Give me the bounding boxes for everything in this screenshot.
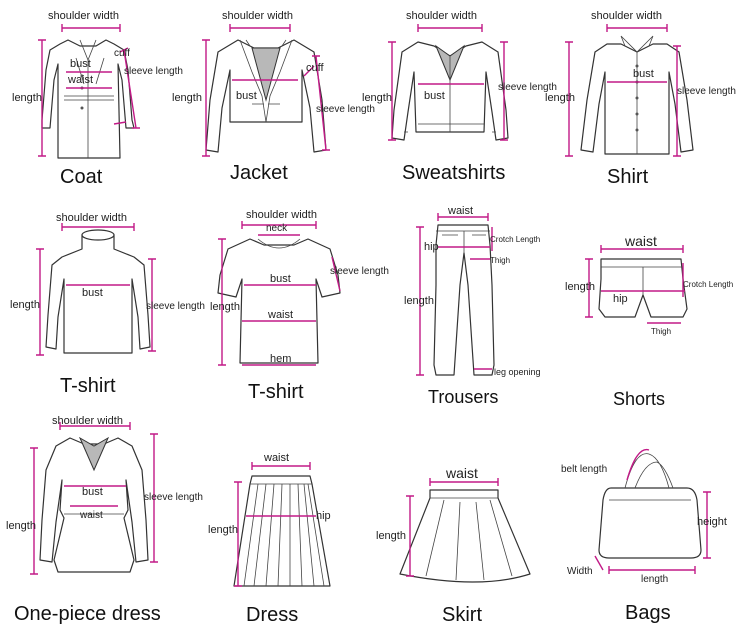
sweatshirts-length-label: length xyxy=(362,92,392,104)
trousers-length-label: length xyxy=(404,295,434,307)
bags-height-label: height xyxy=(697,516,727,528)
jacket-diagram: shoulder width cuff bust sleeve length l… xyxy=(172,0,380,200)
shorts-crotch-label: Crotch Length xyxy=(683,280,734,289)
tshirt1-bust-label: bust xyxy=(82,287,103,299)
dress1-bust-label: bust xyxy=(82,486,103,498)
bags-title: Bags xyxy=(625,602,671,624)
skirt-length-label: length xyxy=(376,530,406,542)
tshirt2-length-label: length xyxy=(210,301,240,313)
skirt-diagram: waist length Skirt xyxy=(376,410,570,643)
coat-sleeve-label: sleeve length xyxy=(124,66,183,77)
tshirt-longsleeve-diagram: shoulder width bust sleeve length length… xyxy=(0,205,205,405)
sweatshirts-sleeve-label: sleeve length xyxy=(498,82,557,93)
tshirt1-shoulder-label: shoulder width xyxy=(56,212,127,224)
coat-bust-label: bust xyxy=(70,58,91,70)
bags-diagram: belt length height Width length Bags xyxy=(561,410,750,643)
shorts-length-label: length xyxy=(565,281,595,293)
skirt-illustration xyxy=(399,478,531,583)
tshirt1-title: T-shirt xyxy=(60,375,116,397)
trousers-waist-label: waist xyxy=(448,205,474,217)
shirt-diagram: shoulder width bust sleeve length length… xyxy=(545,0,750,200)
dress2-waist-label: waist xyxy=(264,452,290,464)
shorts-thigh-label: Thigh xyxy=(651,327,672,336)
shorts-title: Shorts xyxy=(613,389,666,409)
shirt-length-label: length xyxy=(545,92,575,104)
trousers-thigh-label: Thigh xyxy=(490,256,511,265)
tshirt1-sleeve-label: sleeve length xyxy=(146,301,205,312)
tshirt2-sleeve-label: sleeve length xyxy=(330,266,389,277)
trousers-title: Trousers xyxy=(428,387,499,407)
dress2-title: Dress xyxy=(246,604,299,626)
tshirt-shortsleeve-illustration xyxy=(217,221,341,366)
dress1-sleeve-label: sleeve length xyxy=(144,492,203,503)
onepiece-dress-illustration xyxy=(30,422,158,575)
onepiece-dress-diagram: shoulder width bust waist sleeve length … xyxy=(0,410,203,643)
skirt-title: Skirt xyxy=(442,604,482,626)
sweatshirts-illustration xyxy=(388,24,509,141)
dress2-hip-label: hip xyxy=(316,510,331,522)
tshirt2-bust-label: bust xyxy=(270,273,291,285)
pleated-dress-diagram: waist hip length Dress xyxy=(190,410,380,643)
tshirt-longsleeve-illustration xyxy=(36,223,156,356)
sweatshirts-diagram: shoulder width bust sleeve length length… xyxy=(362,0,570,200)
trousers-crotch-label: Crotch Length xyxy=(490,235,541,244)
tshirt2-shoulder-label: shoulder width xyxy=(246,209,317,221)
shorts-hip-label: hip xyxy=(613,293,628,305)
bags-belt-label: belt length xyxy=(561,464,608,475)
trousers-hip-label: hip xyxy=(424,241,439,253)
tshirt1-length-label: length xyxy=(10,299,40,311)
coat-length-label: length xyxy=(12,92,42,104)
bags-width-label: Width xyxy=(567,566,593,577)
jacket-shoulder-label: shoulder width xyxy=(222,10,293,22)
tshirt2-waist-label: waist xyxy=(268,309,294,321)
tshirt2-neck-label: neck xyxy=(266,223,288,234)
jacket-sleeve-label: sleeve length xyxy=(316,104,375,115)
coat-shoulder-label: shoulder width xyxy=(48,10,119,22)
coat-cuff-label: cuff xyxy=(114,48,130,59)
shirt-shoulder-label: shoulder width xyxy=(591,10,662,22)
shirt-title: Shirt xyxy=(607,166,649,188)
coat-illustration xyxy=(38,24,140,159)
trousers-diagram: waist hip Crotch Length Thigh length leg… xyxy=(380,205,570,407)
coat-waist-label: waist xyxy=(68,74,94,86)
sweatshirts-bust-label: bust xyxy=(424,90,445,102)
bags-illustration xyxy=(594,448,711,574)
bags-length-label: length xyxy=(641,574,669,585)
shirt-illustration xyxy=(565,24,694,157)
coat-title: Coat xyxy=(60,166,103,188)
sweatshirts-title: Sweatshirts xyxy=(402,162,506,184)
tshirt2-title: T-shirt xyxy=(248,381,304,403)
dress1-waist-label: waist xyxy=(80,510,103,521)
jacket-bust-label: bust xyxy=(236,90,257,102)
shorts-diagram: waist hip Crotch Length Thigh length Sho… xyxy=(565,205,750,409)
shirt-bust-label: bust xyxy=(633,68,654,80)
tshirt2-hem-label: hem xyxy=(270,353,292,365)
skirt-waist-label: waist xyxy=(446,465,478,481)
trousers-illustration xyxy=(416,213,495,376)
dress1-length-label: length xyxy=(6,520,36,532)
sweatshirts-shoulder-label: shoulder width xyxy=(406,10,477,22)
shorts-waist-label: waist xyxy=(625,233,657,249)
jacket-title: Jacket xyxy=(230,162,288,184)
shorts-illustration xyxy=(585,245,688,324)
jacket-length-label: length xyxy=(172,92,202,104)
dress2-length-label: length xyxy=(208,524,238,536)
shirt-sleeve-label: sleeve length xyxy=(677,86,736,97)
jacket-cuff-label: cuff xyxy=(306,62,324,74)
tshirt-shortsleeve-diagram: shoulder width neck bust waist hem sleev… xyxy=(190,205,389,405)
dress1-title: One-piece dress xyxy=(14,603,161,625)
jacket-illustration xyxy=(202,24,330,157)
trousers-leg-label: leg opening xyxy=(494,367,541,377)
pleated-dress-illustration xyxy=(233,462,331,587)
coat-diagram: shoulder width cuff bust waist sleeve le… xyxy=(0,0,190,200)
dress1-shoulder-label: shoulder width xyxy=(52,415,123,427)
